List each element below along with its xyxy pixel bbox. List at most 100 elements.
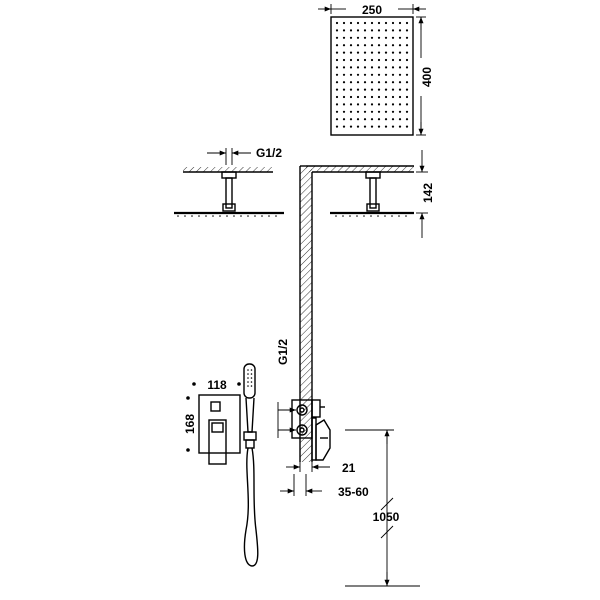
nozzle-dot [363,36,367,39]
nozzle-dot [384,110,388,113]
nozzle-dot [342,125,346,128]
nozzle-dot [377,36,381,39]
plate-height-label: 168 [183,414,197,434]
ceiling-hatch [183,167,273,172]
shower-holder [243,431,257,441]
nozzle-dot [335,110,339,113]
wall-range-label: 35-60 [338,485,369,499]
nozzle-dot [349,215,351,217]
nozzle-dot [363,118,367,121]
nozzle-dot [384,88,388,91]
nozzle-dot [356,29,360,32]
nozzle-dot [247,215,249,217]
nozzle-dot [398,95,402,99]
nozzle-dot [349,73,353,76]
nozzle-dot [356,103,360,106]
nozzle-dot [342,51,346,54]
nozzle-dot [391,125,395,128]
nozzle-dot [391,81,395,84]
nozzle-dot [391,215,393,217]
right-ceiling-arm [369,177,377,209]
diverter-button [210,401,221,412]
nozzle-dot [356,51,360,54]
nozzle-dot [377,215,379,217]
nozzle-dot [370,29,374,32]
nozzle-dot [377,81,381,84]
nozzle-dot [384,36,388,39]
nozzle-dot [247,369,249,371]
nozzle-dot [363,44,367,47]
nozzle-dot [349,29,353,32]
nozzle-dot [184,215,186,217]
nozzle-dot [342,110,346,113]
nozzle-dot [363,66,367,69]
nozzle-dot [398,29,402,32]
nozzle-dot [247,377,249,379]
nozzle-dot [384,81,388,84]
nozzle-dot [247,381,249,383]
nozzle-dot [391,66,395,69]
head-length-label: 400 [420,67,434,87]
nozzle-dot [384,66,388,69]
nozzle-dot [398,110,402,113]
nozzle-dot [356,81,360,84]
valve-port-lower [296,424,308,436]
nozzle-dot [349,110,353,113]
valve-outlet-block [311,399,321,418]
head-nozzle-row [177,215,277,217]
nozzle-dot [356,95,360,99]
nozzle-dot [377,125,381,128]
nozzle-dot [370,44,374,47]
nozzle-dot [335,73,339,76]
valve-depth-label: 21 [342,461,356,475]
nozzle-dot [363,29,367,32]
nozzle-dot [335,66,339,69]
nozzle-dot [342,44,346,47]
nozzle-dot [377,118,381,121]
thread-top-dimension: G1/2 [207,146,282,165]
ceiling-flange [221,171,237,179]
nozzle-dot [405,215,407,217]
wall-range-dimension: 35-60 [280,474,369,499]
nozzle-dot [349,21,353,25]
nozzle-dot [356,215,358,217]
nozzle-dot [370,73,374,76]
nozzle-dot [342,36,346,39]
nozzle-dot [342,81,346,84]
nozzle-dot [198,215,200,217]
nozzle-dot [335,103,339,106]
nozzle-grid [335,21,409,128]
nozzle-dot [335,81,339,84]
nozzle-dot [377,29,381,32]
nozzle-dot [212,215,214,217]
nozzle-dot [391,44,395,47]
head-width-dimension: 250 [318,3,426,17]
mixer-lever-side [315,419,331,461]
nozzle-dot [398,81,402,84]
hand-shower-nozzles [247,369,253,387]
nozzle-dot [377,21,381,25]
nozzle-dot [405,44,409,47]
nozzle-dot [370,110,374,113]
nozzle-dot [384,73,388,76]
nozzle-dot [405,125,409,128]
nozzle-dot [250,373,253,375]
nozzle-dot [370,88,374,91]
nozzle-dot [377,44,381,47]
nozzle-dot [384,29,388,32]
nozzle-dot [356,58,360,62]
nozzle-dot [391,88,395,91]
nozzle-dot [349,66,353,69]
nozzle-dot [384,118,388,121]
nozzle-dot [370,81,374,84]
nozzle-dot [342,118,346,121]
thread-top-label: G1/2 [256,146,282,160]
nozzle-dot [356,88,360,91]
nozzle-dot [370,58,374,62]
hand-shower-head [243,363,256,399]
nozzle-dot [398,125,402,128]
nozzle-dot [363,51,367,54]
nozzle-dot [391,58,395,62]
nozzle-dot [377,95,381,99]
